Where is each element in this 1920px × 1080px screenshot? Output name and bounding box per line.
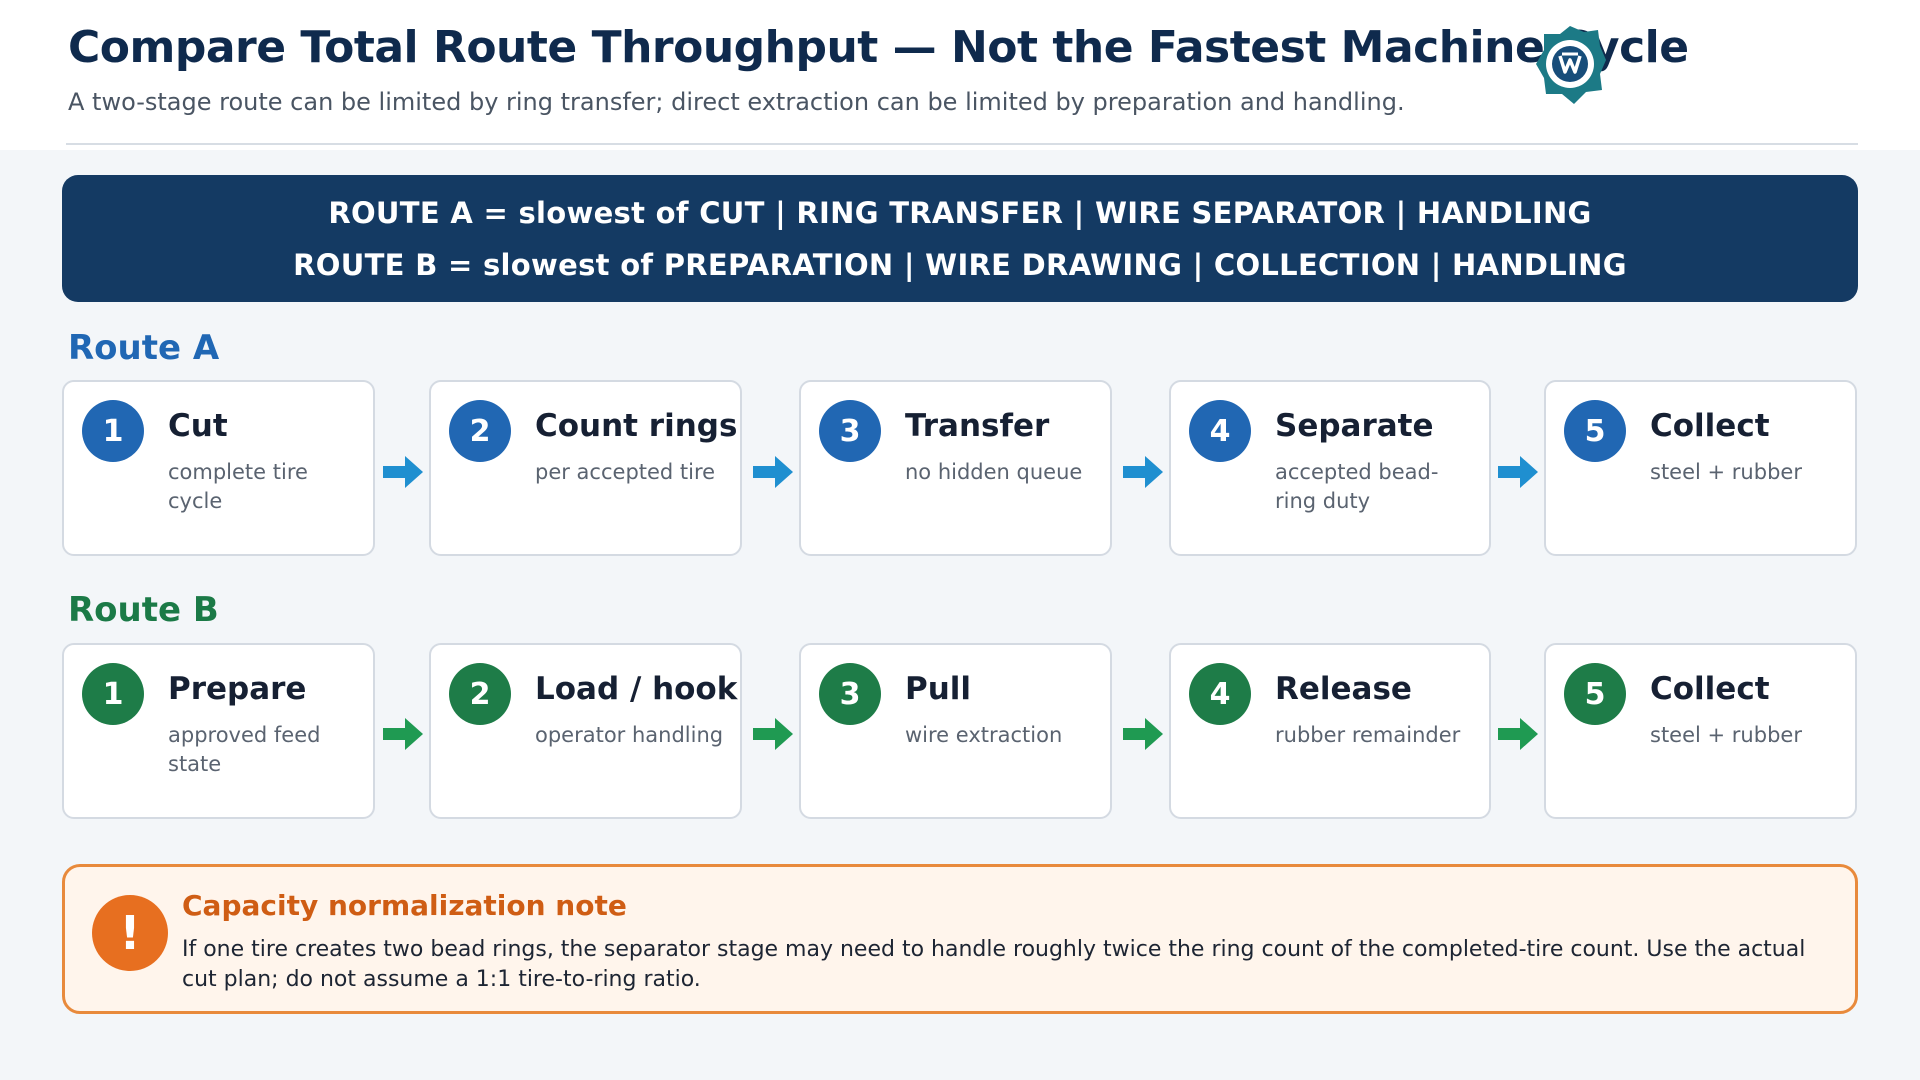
step-title: Collect [1650,408,1770,444]
step-number-badge: 3 [819,663,881,725]
step-description: wire extraction [905,723,1063,747]
step-title: Prepare [168,671,307,707]
step-title: Load / hook [535,671,738,707]
step-title: Release [1275,671,1412,707]
page-title: Compare Total Route Throughput — Not the… [68,22,1689,73]
step-number-badge: 2 [449,400,511,462]
step-title: Cut [168,408,228,444]
arrow-right-icon [1498,718,1538,750]
step-description: complete tire cycle [168,460,308,513]
step-title: Pull [905,671,972,707]
arrow-right-icon [1123,718,1163,750]
route-b-label: Route B [68,590,219,630]
warning-icon: ! [92,895,168,971]
route-a-step-4: 4 Separate accepted bead-ring duty [1169,380,1491,556]
step-title: Transfer [905,408,1050,444]
step-number-badge: 4 [1189,663,1251,725]
step-description: no hidden queue [905,460,1083,484]
formula-route-a: ROUTE A = slowest of CUT | RING TRANSFER… [328,195,1592,230]
step-number-badge: 5 [1564,663,1626,725]
capacity-note-callout: ! Capacity normalization note If one tir… [62,864,1858,1014]
route-b-step-2: 2 Load / hook operator handling [429,643,742,819]
step-description: accepted bead-ring duty [1275,460,1439,513]
step-description: steel + rubber [1650,723,1802,747]
step-number-badge: 1 [82,663,144,725]
arrow-right-icon [383,456,423,488]
arrow-right-icon [753,718,793,750]
arrow-right-icon [753,456,793,488]
formula-route-b: ROUTE B = slowest of PREPARATION | WIRE … [293,247,1627,282]
step-description: approved feed state [168,723,321,776]
route-a-label: Route A [68,328,220,368]
step-description: per accepted tire [535,460,716,484]
step-number-badge: 2 [449,663,511,725]
route-b-step-4: 4 Release rubber remainder [1169,643,1491,819]
arrow-right-icon [1123,456,1163,488]
step-number-badge: 5 [1564,400,1626,462]
route-a-step-1: 1 Cut complete tire cycle [62,380,375,556]
step-title: Separate [1275,408,1434,444]
route-formula-banner: ROUTE A = slowest of CUT | RING TRANSFER… [62,175,1858,302]
step-number-badge: 1 [82,400,144,462]
route-b-step-1: 1 Prepare approved feed state [62,643,375,819]
note-text: If one tire creates two bead rings, the … [182,937,1806,992]
page-subtitle: A two-stage route can be limited by ring… [68,88,1405,116]
step-description: rubber remainder [1275,723,1461,747]
step-title: Count rings [535,408,738,444]
note-title: Capacity normalization note [182,889,627,922]
route-b-step-5: 5 Collect steel + rubber [1544,643,1857,819]
recycle-tire-logo-icon [1536,26,1606,104]
header: Compare Total Route Throughput — Not the… [0,0,1920,150]
step-title: Collect [1650,671,1770,707]
header-divider [66,143,1858,145]
step-description: steel + rubber [1650,460,1802,484]
step-number-badge: 3 [819,400,881,462]
arrow-right-icon [383,718,423,750]
step-number-badge: 4 [1189,400,1251,462]
route-a-step-2: 2 Count rings per accepted tire [429,380,742,556]
arrow-right-icon [1498,456,1538,488]
route-b-step-3: 3 Pull wire extraction [799,643,1112,819]
route-a-step-5: 5 Collect steel + rubber [1544,380,1857,556]
step-description: operator handling [535,723,724,747]
route-a-step-3: 3 Transfer no hidden queue [799,380,1112,556]
